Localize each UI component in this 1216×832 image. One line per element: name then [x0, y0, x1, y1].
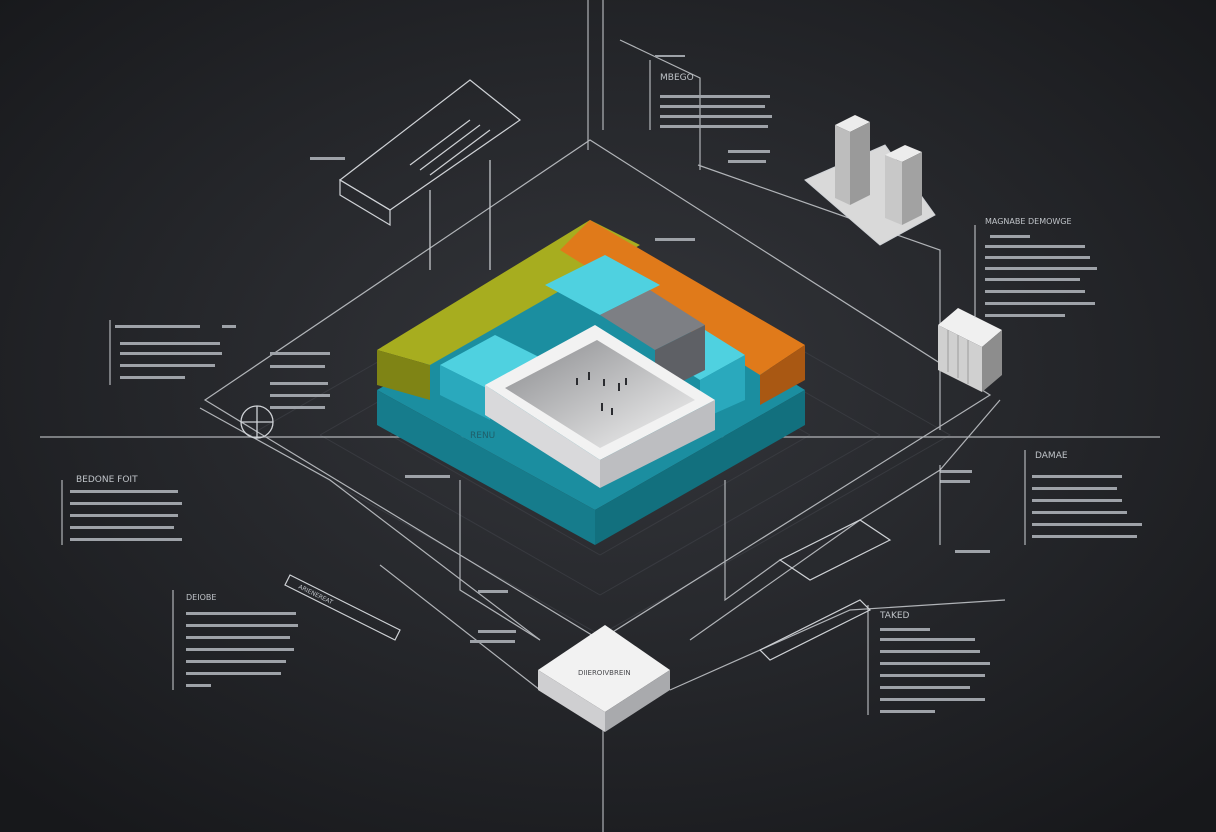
note-block-right	[985, 235, 1097, 317]
note-block-right-mid	[1032, 475, 1142, 538]
note-brackets	[61, 60, 1026, 715]
left-note-title: BEDONE FOIT	[76, 475, 138, 485]
note-block-left-upper	[115, 325, 236, 379]
note-block-bottom-left	[186, 612, 298, 687]
right-mid-title: DAMAE	[1035, 451, 1068, 461]
note-block-bottom-right	[880, 628, 990, 713]
note-block-left	[70, 490, 182, 541]
courtyard-block	[485, 325, 715, 488]
cube-icon	[938, 308, 1002, 392]
slab-label: RENU	[470, 431, 495, 441]
top-left-wireframe	[338, 79, 522, 270]
bottom-block	[538, 625, 670, 732]
bottom-left-title: DEIOBE	[186, 593, 216, 602]
building-icon	[804, 115, 936, 246]
small-annotations	[270, 150, 990, 643]
right-note-title: MAGNABE DEMOWGE	[985, 217, 1072, 226]
note-block-top	[655, 55, 772, 128]
orange-block	[560, 220, 805, 405]
crosshair-icon	[240, 405, 274, 439]
people-figures	[576, 372, 627, 415]
bottom-right-title: TAKED	[879, 611, 910, 621]
top-note-title: MBEGO	[660, 73, 694, 83]
bottom-block-label: DIIEROIVBREIN	[578, 669, 631, 677]
bottom-right-wireframe	[284, 519, 892, 661]
